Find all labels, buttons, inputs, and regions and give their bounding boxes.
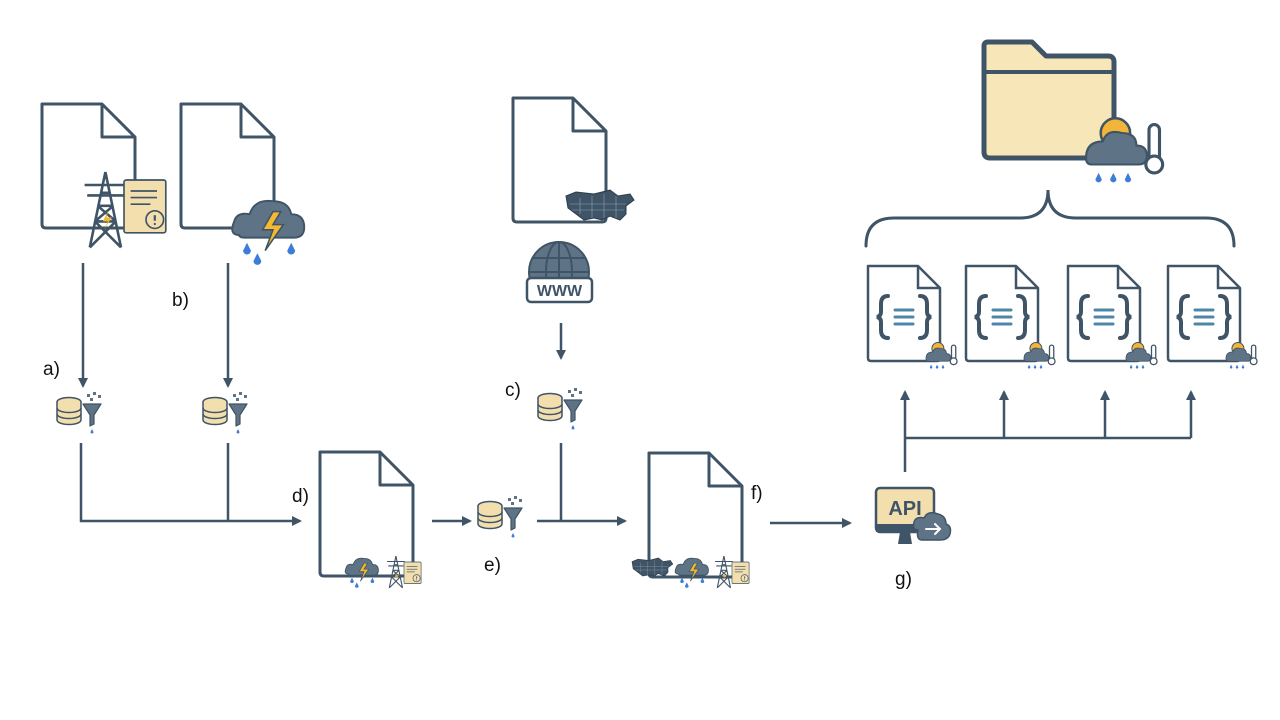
grid-outage-document — [40, 102, 137, 230]
api-icon: API — [874, 486, 952, 544]
label-b: b) — [172, 290, 189, 311]
api-text: API — [888, 498, 921, 520]
json-document-3 — [1066, 264, 1142, 363]
label-f: f) — [751, 483, 763, 504]
web-globe-icon: WWW — [525, 241, 594, 304]
www-text: WWW — [537, 283, 583, 300]
merged-document-d — [318, 450, 415, 578]
report-small-icon-2 — [731, 561, 750, 585]
json-document-1 — [866, 264, 942, 363]
filter-b-icon — [202, 391, 248, 435]
label-c: c) — [505, 380, 521, 401]
filter-c-icon — [537, 387, 583, 431]
weather-folder-icon — [981, 39, 1117, 161]
merge-ab-line — [79, 443, 302, 526]
outage-report-icon — [122, 178, 167, 234]
label-e: e) — [484, 555, 501, 576]
label-g: g) — [895, 569, 912, 590]
label-d: d) — [292, 486, 309, 507]
filter-e-icon — [477, 495, 523, 539]
json-document-4 — [1166, 264, 1242, 363]
report-small-icon — [403, 561, 422, 585]
group-brace — [864, 189, 1236, 248]
label-a: a) — [43, 359, 60, 380]
json-document-2 — [964, 264, 1040, 363]
filter-a-icon — [56, 391, 102, 435]
